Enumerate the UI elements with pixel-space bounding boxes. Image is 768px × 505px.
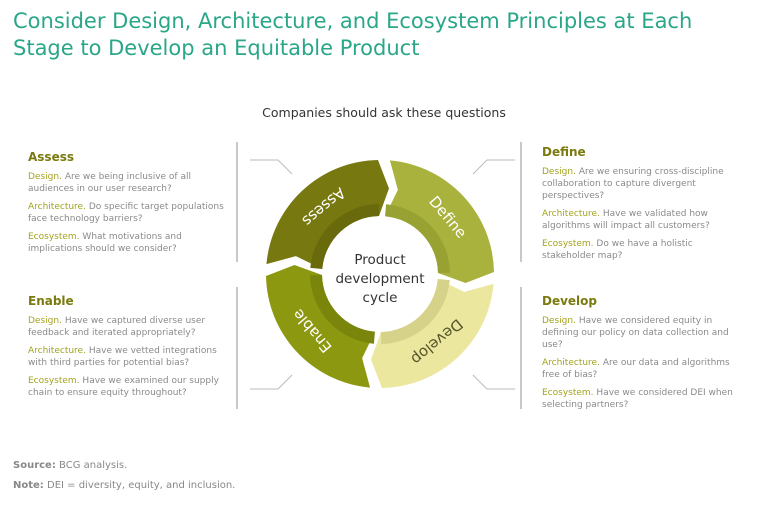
question-key: Architecture. [542,209,600,219]
question-key: Architecture. [28,202,86,212]
leader-line [250,374,293,390]
center-circle [323,217,437,331]
segment-band [385,204,450,273]
question-text: Are we ensuring cross-discipline collabo… [542,167,724,201]
question: Design. Have we captured diverse user fe… [28,315,233,339]
question: Ecosystem. Have we considered DEI when s… [542,387,747,411]
note-text: DEI = diversity, equity, and inclusion. [47,480,236,491]
question-key: Design. [542,316,576,326]
question-text: Have we considered equity in defining ou… [542,316,729,350]
question: Design. Are we being inclusive of all au… [28,171,233,195]
question: Design. Have we considered equity in def… [542,315,747,351]
page-title: Consider Design, Architecture, and Ecosy… [13,9,693,60]
stage-heading: Assess [28,150,74,164]
source-text: BCG analysis. [59,460,128,471]
question-key: Architecture. [28,346,86,356]
question-text: Do specific target populations face tech… [28,202,224,224]
segment-develop [371,279,494,388]
question-text: Are our data and algorithms free of bias… [542,358,730,380]
stage-heading: Define [542,145,586,159]
question-text: Do we have a holistic stakeholder map? [542,239,693,261]
question: Architecture. Have we vetted integration… [28,345,233,369]
source-label: Source: [13,460,56,471]
question: Architecture. Have we validated how algo… [542,208,747,232]
divider [520,287,522,409]
stage-heading: Enable [28,294,74,308]
note-label: Note: [13,480,44,491]
divider [236,142,238,262]
center-label: cycle [363,290,398,306]
segment-define [385,160,494,283]
question: Ecosystem. What motivations and implicat… [28,231,233,255]
question-key: Architecture. [542,358,600,368]
question-key: Ecosystem. [542,388,594,398]
question: Ecosystem. Have we examined our supply c… [28,375,233,399]
center-label: Product [354,252,405,268]
question: Design. Are we ensuring cross-discipline… [542,166,747,202]
question-text: Are we being inclusive of all audiences … [28,172,191,194]
question-text: Have we examined our supply chain to ens… [28,376,219,398]
segment-band [310,204,379,269]
segment-enable [266,265,375,388]
divider [236,287,238,409]
question: Architecture. Are our data and algorithm… [542,357,747,381]
footnote: Note: DEI = diversity, equity, and inclu… [13,480,235,491]
question-key: Design. [28,316,62,326]
source-note: Source: BCG analysis. [13,460,127,471]
center-label: development [335,271,424,287]
segment-band [310,275,375,344]
question-key: Design. [542,167,576,177]
question-text: Have we captured diverse user feedback a… [28,316,206,338]
leader-line [250,159,293,175]
question: Ecosystem. Do we have a holistic stakeho… [542,238,747,262]
segment-band [381,279,450,344]
question-text: Have we considered DEI when selecting pa… [542,388,733,410]
leader-line [472,159,515,175]
question-key: Ecosystem. [28,232,80,242]
subtitle: Companies should ask these questions [262,105,506,120]
segment-assess [266,160,389,269]
question-key: Ecosystem. [542,239,594,249]
stage-heading: Develop [542,294,598,308]
question-text: Have we validated how algorithms will im… [542,209,710,231]
question-key: Design. [28,172,62,182]
question: Architecture. Do specific target populat… [28,201,233,225]
question-text: Have we vetted integrations with third p… [28,346,217,368]
leader-line [472,374,515,390]
question-key: Ecosystem. [28,376,80,386]
divider [520,142,522,262]
question-text: What motivations and implications should… [28,232,182,254]
